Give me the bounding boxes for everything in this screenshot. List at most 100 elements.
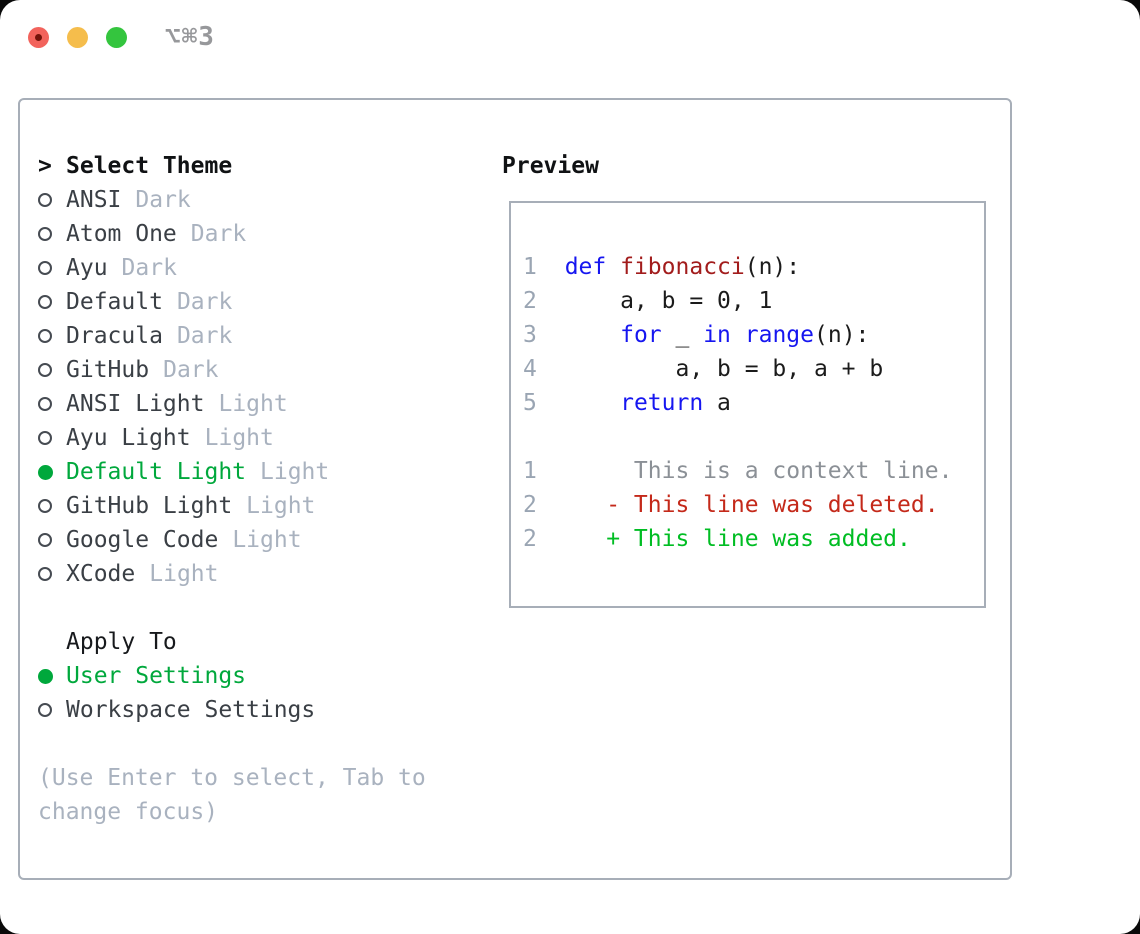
code-token: + This line was added. [537,526,911,552]
spacer [38,727,488,761]
line-number: 2 [523,288,537,314]
code-token [537,390,620,416]
theme-option[interactable]: ANSI Dark [38,183,488,217]
close-button[interactable] [28,27,49,48]
theme-variant-tag: Light [218,391,288,417]
theme-variant-tag: Light [149,561,219,587]
code-token: (n): [814,322,870,348]
code-token: (n): [744,254,801,280]
radio-icon [38,295,66,309]
theme-name: Atom One [66,221,177,247]
theme-option[interactable]: Google Code Light [38,523,488,557]
theme-option[interactable]: XCode Light [38,557,488,591]
line-number: 2 [523,492,537,518]
theme-option[interactable]: GitHub Light Light [38,489,488,523]
theme-variant-tag: Light [232,527,302,553]
theme-name: ANSI Light [66,391,205,417]
radio-icon [38,533,66,547]
code-line: 1 def fibonacci(n): [523,250,984,284]
radio-icon [38,464,66,480]
theme-option[interactable]: Dracula Dark [38,319,488,353]
theme-name: GitHub Light [66,493,233,519]
theme-name: XCode [66,561,136,587]
theme-option[interactable]: Ayu Dark [38,251,488,285]
select-theme-header: > Select Theme [38,149,488,183]
radio-icon [38,499,66,513]
theme-name: Ayu Light [66,425,191,451]
line-number: 2 [523,526,537,552]
code-token: for [620,322,662,348]
code-line: 1 This is a context line. [523,454,984,488]
maximize-button[interactable] [106,27,127,48]
code-token [606,254,620,280]
theme-variant-tag: Dark [190,221,247,247]
theme-name: Ayu [66,255,108,281]
code-token: a, b = 0, 1 [537,288,773,314]
code-token: a [703,390,731,416]
line-number: 4 [523,356,537,382]
code-line: 2 - This line was deleted. [523,488,984,522]
theme-name: Default Light [66,459,247,485]
code-token: a, b = b, a + b [537,356,884,382]
help-line: change focus) [38,799,219,825]
radio-icon [38,668,66,684]
apply-to-label: User Settings [66,663,247,689]
line-number: 1 [523,458,537,484]
code-token: def [564,254,607,280]
apply-to-label: Workspace Settings [66,697,316,723]
radio-icon [38,567,66,581]
preview-header: Preview [502,153,599,179]
theme-option[interactable]: Default Light Light [38,455,488,489]
radio-icon [38,703,66,717]
radio-icon [38,261,66,275]
line-number: 1 [523,254,537,280]
preview-code: 1 def fibonacci(n): 2 a, b = 0, 1 3 for _ … [523,250,984,556]
theme-name: Google Code [66,527,219,553]
theme-variant-tag: Dark [135,187,191,213]
theme-name: Dracula [66,323,163,349]
select-theme-title: Select Theme [66,153,233,179]
help-text: (Use Enter to select, Tab to change focus… [38,761,488,829]
code-line: 5 return a [523,386,984,420]
code-token [537,254,565,280]
theme-option[interactable]: Atom One Dark [38,217,488,251]
radio-icon [38,431,66,445]
code-token: This is a context line. [537,458,953,484]
theme-option[interactable]: ANSI Light Light [38,387,488,421]
code-token: in [703,322,731,348]
theme-name: Default [66,289,163,315]
preview-pane: 1 def fibonacci(n): 2 a, b = 0, 1 3 for _ … [509,201,986,608]
code-token: range [744,322,814,348]
theme-variant-tag: Dark [121,255,177,281]
spacer [38,591,488,625]
theme-variant-tag: Dark [176,323,233,349]
radio-icon [38,397,66,411]
radio-icon [38,193,66,207]
cursor-caret-icon: > [38,153,52,179]
theme-name: ANSI [66,187,122,213]
code-token [731,322,745,348]
theme-variant-tag: Dark [163,357,219,383]
radio-icon [38,227,66,241]
minimize-button[interactable] [67,27,88,48]
code-line: 3 for _ in range(n): [523,318,984,352]
theme-variant-tag: Light [260,459,330,485]
radio-icon [38,329,66,343]
code-token: _ [661,322,704,348]
code-line: 4 a, b = b, a + b [523,352,984,386]
radio-icon [38,363,66,377]
apply-to-option[interactable]: User Settings [38,659,488,693]
line-number: 3 [523,322,537,348]
theme-variant-tag: Light [246,493,316,519]
help-line: (Use Enter to select, Tab to [38,765,426,791]
window-shortcut-label: ⌥⌘3 [165,22,215,52]
apply-to-option[interactable]: Workspace Settings [38,693,488,727]
code-line [523,420,984,454]
